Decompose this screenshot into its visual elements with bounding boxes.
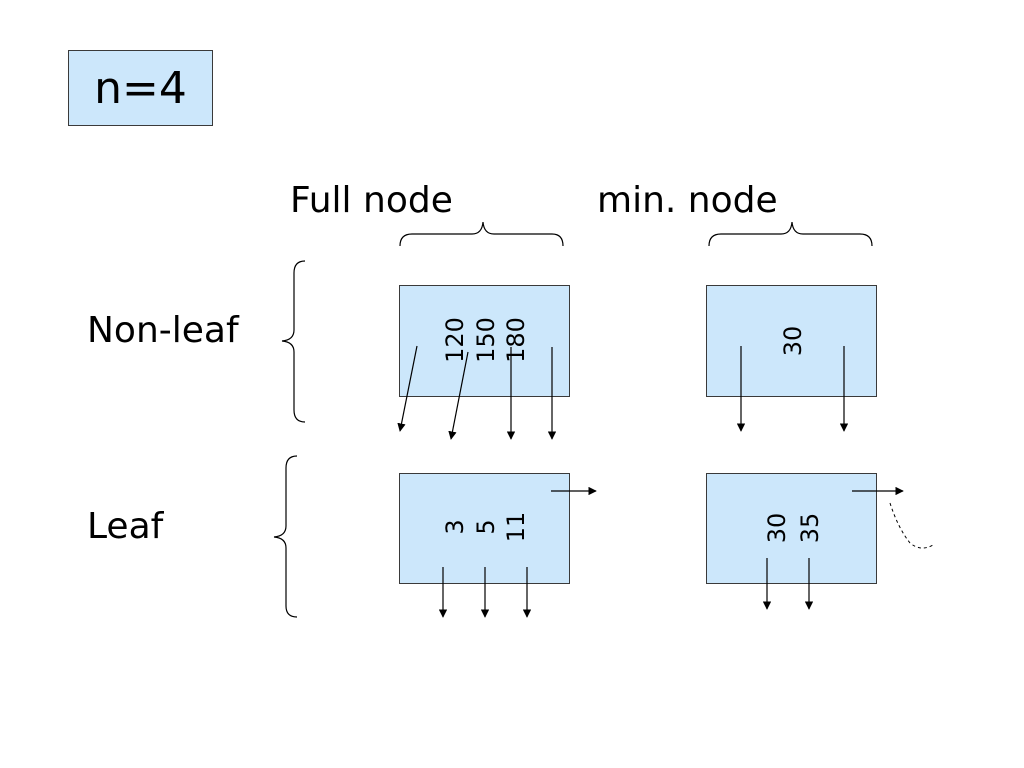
order-label: n=4 — [94, 62, 187, 114]
non-leaf-brace — [281, 260, 306, 423]
min-leaf-node — [706, 473, 877, 584]
full-node-brace — [399, 221, 564, 247]
full-leaf-node — [399, 473, 570, 584]
non-leaf-label: Non-leaf — [87, 310, 239, 351]
leaf-brace — [273, 455, 298, 618]
full-node-label: Full node — [290, 180, 453, 221]
leaf-label: Leaf — [87, 506, 164, 547]
pointer-arrow — [397, 345, 418, 432]
min-nonleaf-node — [706, 285, 877, 397]
pointer-arrow — [448, 351, 469, 440]
full-nonleaf-node — [399, 285, 570, 397]
order-box: n=4 — [68, 50, 213, 126]
min-node-brace — [708, 221, 873, 247]
dashed-continuation — [889, 502, 934, 549]
min-node-label: min. node — [597, 180, 778, 221]
